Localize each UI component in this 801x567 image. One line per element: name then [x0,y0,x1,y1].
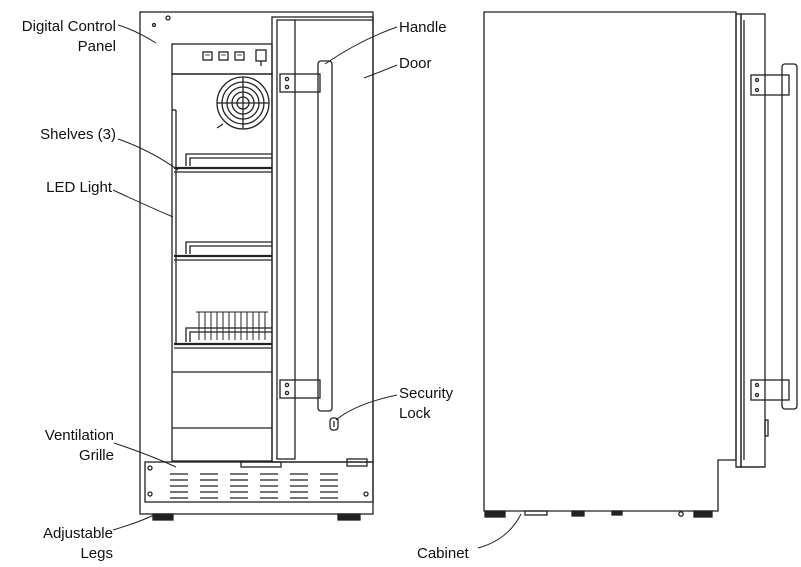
label-handle: Handle [399,18,447,38]
front-lock [329,417,339,431]
shelf-3 [174,327,272,349]
label-cabinet-line1: Cabinet [417,545,469,562]
side-cabinet-outline [483,11,737,512]
side-legs [484,510,713,518]
label-digital-control-panel-line1: Digital Control [21,18,116,35]
fan [216,76,270,130]
label-handle-line1: Handle [399,19,447,36]
front-view [139,11,374,521]
control-buttons [202,49,267,66]
label-led-light: LED Light [2,178,112,198]
label-digital-control-panel: Digital Control Panel [2,17,116,57]
label-ventilation-grille-line1: Ventilation [44,427,114,444]
label-led-light-line1: LED Light [46,179,112,196]
label-door: Door [399,54,432,74]
ventilation-grille [170,473,338,499]
label-security-lock: Security Lock [399,384,453,424]
side-view [483,11,798,518]
label-adjustable-legs-line2: Legs [80,545,113,562]
label-cabinet: Cabinet [417,544,469,564]
wire-rack [196,311,268,340]
shelf-2 [174,241,272,261]
label-adjustable-legs-line1: Adjustable [42,525,113,542]
leader-lines [112,24,522,549]
label-security-lock-line1: Security [399,385,454,402]
label-ventilation-grille: Ventilation Grille [2,426,114,466]
label-shelves: Shelves (3) [2,125,116,145]
label-adjustable-legs: Adjustable Legs [2,524,113,564]
front-base [144,458,374,503]
label-security-lock-line2: Lock [399,405,431,422]
side-handle [750,63,798,410]
label-door-line1: Door [399,55,432,72]
front-handle [279,60,333,412]
front-legs [152,513,361,521]
shelf-1 [174,153,272,173]
side-door [735,13,766,468]
label-digital-control-panel-line2: Panel [77,38,116,55]
label-shelves-line1: Shelves (3) [40,126,116,143]
label-ventilation-grille-line2: Grille [78,447,114,464]
